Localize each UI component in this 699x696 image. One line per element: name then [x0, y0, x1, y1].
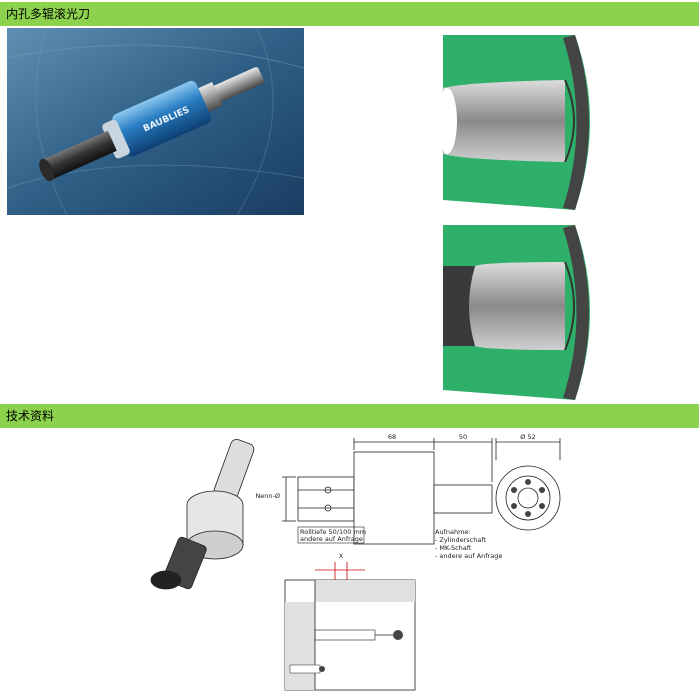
tool-isometric-sketch — [150, 438, 255, 590]
x-label: X — [339, 552, 344, 560]
section-header-tech-data: 技术资料 — [0, 404, 699, 428]
workpiece-render-through-bore — [435, 30, 605, 215]
dim-50: 50 — [459, 433, 467, 441]
technical-drawing: 68 50 Ø 52 Nenn-Ø Rolltiefe 50/100 mm an… — [130, 430, 570, 692]
product-photo: BAUBLIES — [6, 27, 305, 216]
workpiece-render-blind-bore — [435, 220, 605, 405]
aufnahme-item: - MK-Schaft — [435, 544, 472, 552]
aufnahme-item: - andere auf Anfrage — [435, 552, 502, 560]
dim-diameter: Ø 52 — [520, 433, 535, 441]
application-sketch: X — [284, 552, 416, 691]
section-header-product: 内孔多辊滚光刀 — [0, 2, 699, 26]
tool-end-view — [495, 438, 561, 531]
aufnahme-title: Aufnahme: — [435, 528, 471, 536]
tool-side-view — [282, 438, 493, 545]
rolltiefe-line1: Rolltiefe 50/100 mm — [300, 528, 366, 536]
nenn-label: Nenn-Ø — [255, 492, 280, 500]
dim-length: 68 — [388, 433, 396, 441]
section-title: 内孔多辊滚光刀 — [6, 7, 91, 21]
rolltiefe-line2: andere auf Anfrage — [300, 535, 363, 543]
section-title: 技术资料 — [6, 409, 55, 423]
aufnahme-item: - Zylinderschaft — [435, 536, 486, 544]
